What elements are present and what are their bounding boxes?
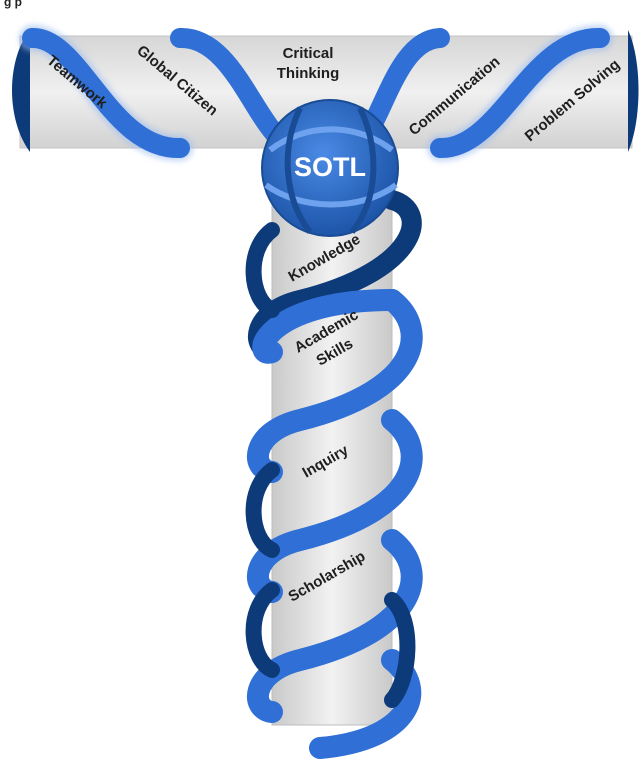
label-critical: Critical [283, 45, 334, 62]
stem-ribbon [245, 190, 423, 759]
crossbar-right-cap [628, 30, 639, 152]
crossbar-left-cap [12, 30, 30, 152]
label-thinking: Thinking [277, 65, 340, 82]
sotl-hub: SOTL [261, 99, 399, 237]
top-caption-fragment: g p [4, 0, 22, 9]
hub-label: SOTL [294, 152, 366, 182]
